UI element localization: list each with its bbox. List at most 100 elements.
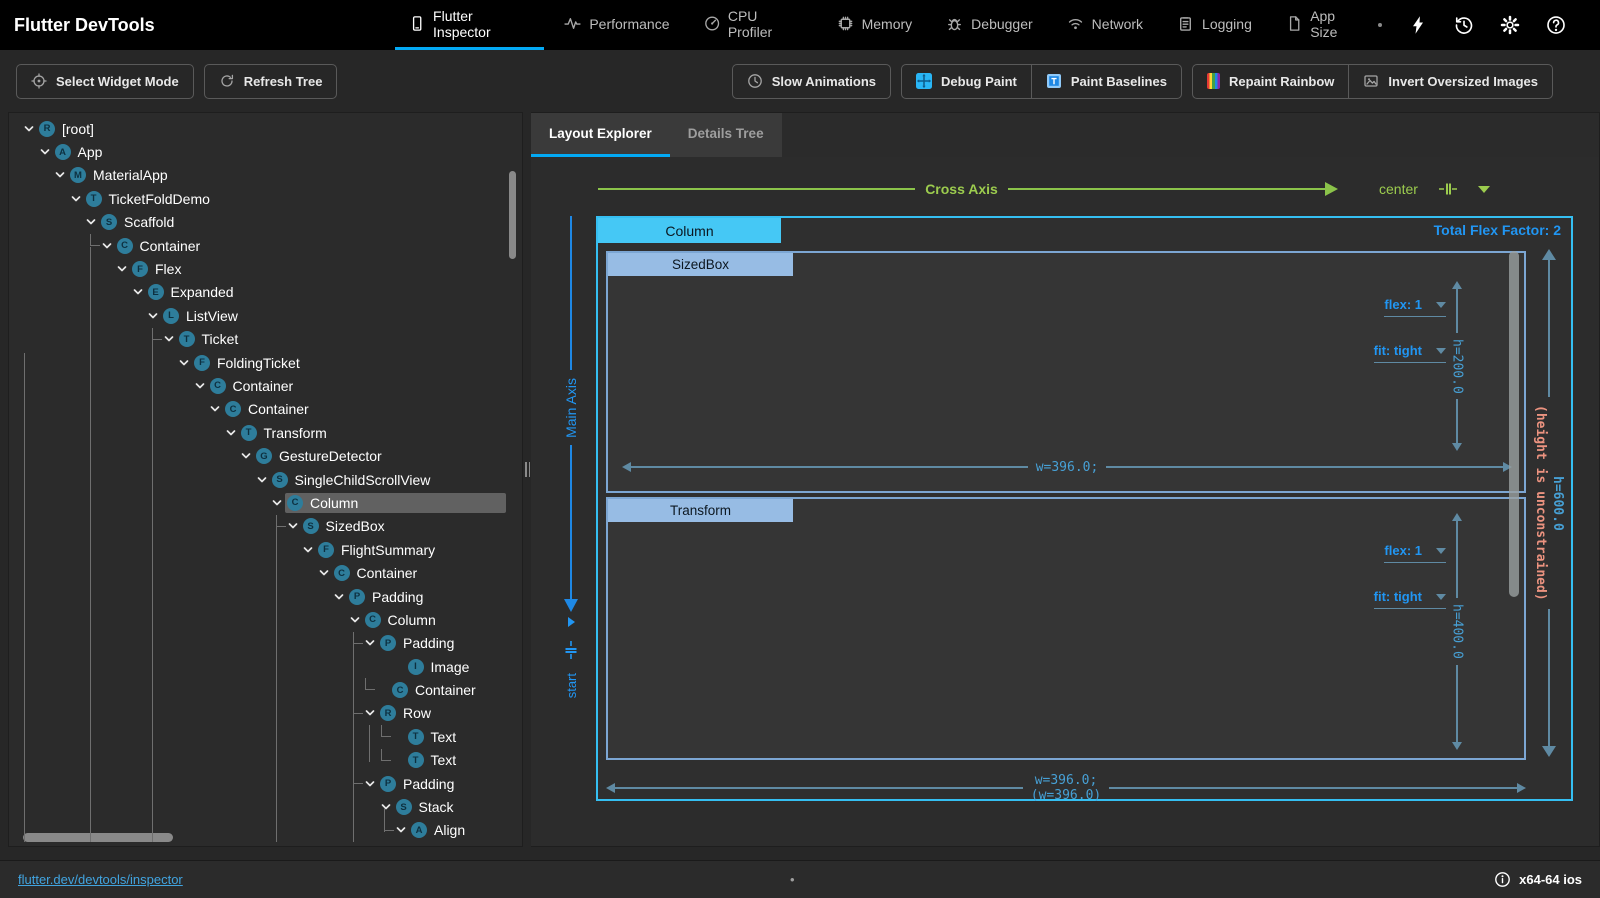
tab-debugger[interactable]: Debugger	[932, 0, 1047, 50]
explorer-vertical-scrollbar[interactable]	[1509, 251, 1519, 597]
tab-layout-explorer[interactable]: Layout Explorer	[531, 113, 670, 157]
cross-axis-alignment-dropdown[interactable]: center	[1379, 177, 1490, 201]
chevron-down-icon[interactable]	[364, 637, 378, 649]
chevron-down-icon[interactable]	[225, 427, 239, 439]
chevron-down-icon[interactable]	[395, 824, 409, 836]
tab-flutter-inspector[interactable]: Flutter Inspector	[394, 0, 545, 50]
chevron-down-icon[interactable]	[132, 286, 146, 298]
hot-reload-button[interactable]	[1408, 15, 1428, 35]
chevron-down-icon[interactable]	[256, 474, 270, 486]
chevron-down-icon[interactable]	[178, 357, 192, 369]
help-button[interactable]	[1546, 15, 1566, 35]
fit-dropdown[interactable]: fit: tight	[1373, 589, 1446, 609]
chevron-down-icon[interactable]	[194, 380, 208, 392]
chevron-down-icon[interactable]	[271, 497, 285, 509]
chevron-down-icon[interactable]	[287, 520, 301, 532]
chevron-down-icon[interactable]	[85, 216, 99, 228]
root-widget-name-tab[interactable]: Column	[598, 218, 781, 243]
child-widget-name-tab[interactable]: Transform	[608, 499, 793, 522]
history-button[interactable]	[1454, 15, 1474, 35]
paint-baselines-button[interactable]: Paint Baselines	[1030, 64, 1181, 98]
chevron-down-icon[interactable]	[318, 567, 332, 579]
child-box-sizedbox[interactable]: SizedBox flex: 1 fit: tight h=200.0	[606, 251, 1526, 493]
tree-node[interactable]: R[root]	[37, 119, 99, 139]
chevron-down-icon[interactable]	[54, 169, 68, 181]
child-widget-name-tab[interactable]: SizedBox	[608, 253, 793, 276]
flex-dropdown[interactable]: flex: 1	[1384, 543, 1446, 563]
chevron-down-icon[interactable]	[333, 591, 347, 603]
settings-button[interactable]	[1500, 15, 1520, 35]
tab-logging[interactable]: Logging	[1163, 0, 1266, 50]
chevron-down-icon[interactable]	[39, 146, 53, 158]
tree-row-root[interactable]: R[root]	[9, 117, 522, 140]
chevron-down-icon[interactable]	[101, 240, 115, 252]
chevron-down-icon[interactable]	[23, 123, 37, 135]
flex-dropdown[interactable]: flex: 1	[1384, 297, 1446, 317]
slow-animations-button[interactable]: Slow Animations	[733, 65, 890, 98]
tab-performance[interactable]: Performance	[550, 0, 683, 50]
chevron-down-icon[interactable]	[70, 193, 84, 205]
tab-network[interactable]: Network	[1053, 0, 1157, 50]
chevron-down-icon[interactable]	[380, 801, 394, 813]
chevron-down-icon[interactable]	[364, 707, 378, 719]
chevron-down-icon[interactable]	[302, 544, 316, 556]
chevron-down-icon[interactable]	[240, 450, 254, 462]
flex-layout-root-box[interactable]: Column Total Flex Factor: 2 SizedBox fle…	[596, 216, 1573, 803]
chevron-down-icon[interactable]	[209, 403, 223, 415]
tab-memory[interactable]: Memory	[823, 0, 927, 50]
chevron-down-icon[interactable]	[147, 310, 161, 322]
chevron-down-icon[interactable]	[349, 614, 363, 626]
tab-app-size[interactable]: App Size	[1272, 0, 1378, 50]
debug-paint-button[interactable]: Debug Paint	[902, 65, 1031, 98]
tab-cpu-profiler[interactable]: CPU Profiler	[690, 0, 817, 50]
